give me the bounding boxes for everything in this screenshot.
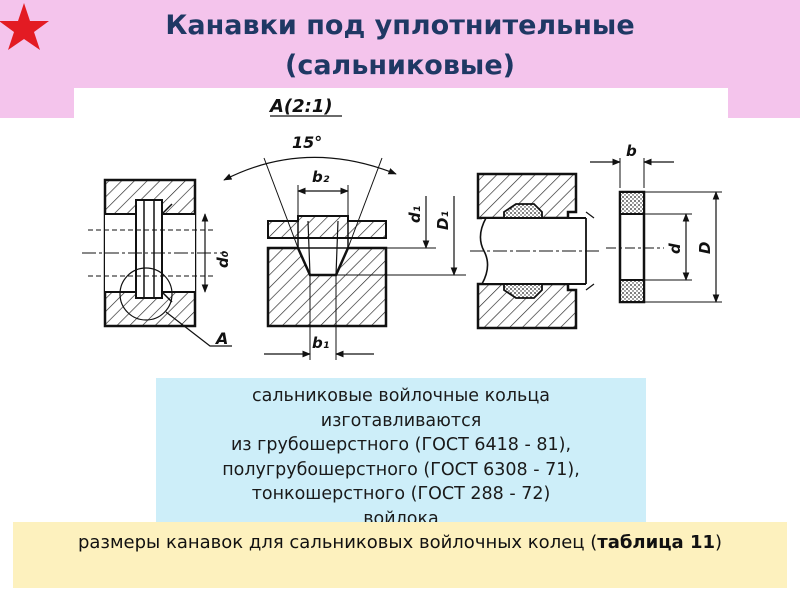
detail-a-view: А(2:1) 15° b₂ bbox=[223, 96, 466, 360]
dim-b2-label: b₂ bbox=[312, 168, 330, 186]
detail-scale-label: А(2:1) bbox=[268, 96, 333, 117]
callout-label-a: А bbox=[214, 329, 228, 348]
dim-d-label: d bbox=[666, 243, 684, 254]
felt-ring-section: b d D bbox=[590, 142, 722, 304]
assembly-section bbox=[470, 172, 600, 330]
info-line: войлока bbox=[363, 508, 439, 525]
title-line-1: Канавки под уплотнительные bbox=[165, 10, 635, 41]
drawing-canvas: А d₀ А(2:1) 15° bbox=[82, 96, 722, 360]
angle-label: 15° bbox=[292, 133, 322, 152]
footer-text: размеры канавок для сальниковых войлочны… bbox=[77, 532, 598, 553]
dim-D-label: D bbox=[696, 242, 714, 254]
housing-section: А d₀ bbox=[82, 178, 232, 348]
slide-title: Канавки под уплотнительные (сальниковые) bbox=[70, 6, 730, 86]
info-line: из грубошерстного (ГОСТ 6418 - 81), bbox=[230, 435, 572, 455]
info-line: тонкошерстного (ГОСТ 288 - 72) bbox=[251, 484, 551, 504]
info-line: изготавливаются bbox=[320, 410, 482, 431]
dim-b1-label: b₁ bbox=[312, 334, 329, 352]
info-line: сальниковые войлочные кольца bbox=[251, 386, 551, 406]
dim-d1-label: d₁ bbox=[406, 206, 424, 223]
red-star-icon bbox=[0, 3, 49, 50]
dim-D1-label: D₁ bbox=[434, 211, 452, 230]
footer-table-ref: таблица 11 bbox=[597, 532, 716, 553]
footer-note: размеры канавок для сальниковых войлочны… bbox=[13, 522, 787, 588]
info-box: сальниковые войлочные кольца изготавлива… bbox=[156, 378, 646, 524]
dim-d0-label: d₀ bbox=[214, 250, 232, 268]
technical-drawing: А d₀ А(2:1) 15° bbox=[74, 88, 728, 370]
title-line-2: (сальниковые) bbox=[284, 50, 515, 81]
footer-text-end: ) bbox=[715, 532, 723, 553]
dim-b-label: b bbox=[626, 142, 637, 160]
info-line: полугрубошерстного (ГОСТ 6308 - 71), bbox=[222, 459, 580, 480]
